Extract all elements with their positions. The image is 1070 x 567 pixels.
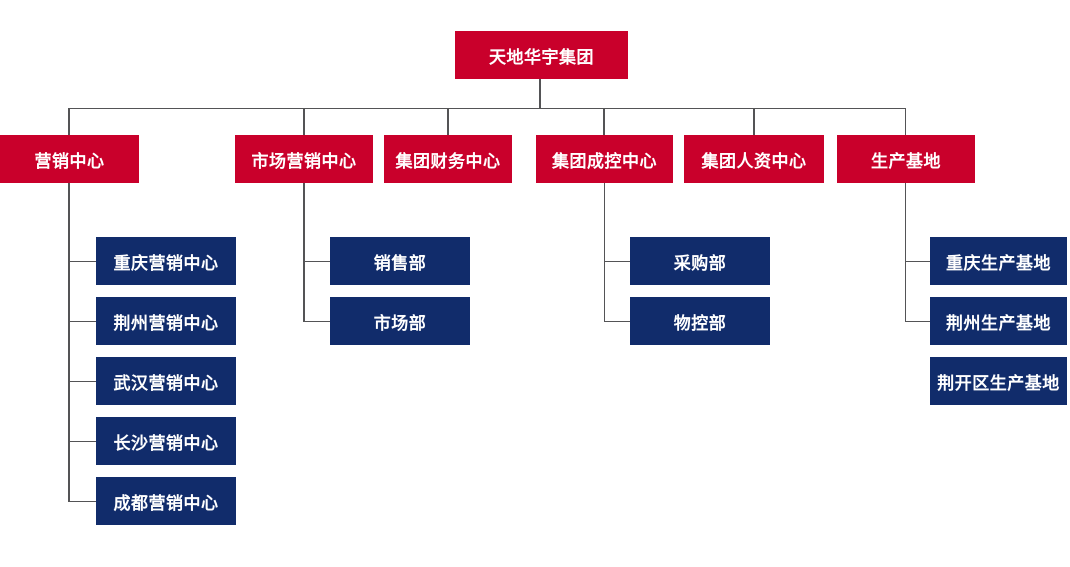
node-material-control-dept: 物控部 — [630, 297, 770, 345]
connector-drop-finance — [447, 107, 449, 136]
node-marketing-center: 营销中心 — [0, 135, 139, 183]
node-jingzhou-marketing-center: 荆州营销中心 — [96, 297, 236, 345]
node-jingzhou-production-base: 荆州生产基地 — [930, 297, 1067, 345]
connector-market-marketing-spine — [303, 183, 305, 322]
connector-production-spine — [904, 183, 906, 322]
connector-drop-hr — [753, 107, 755, 136]
node-market-marketing-center: 市场营销中心 — [235, 135, 373, 183]
connector-stub — [904, 320, 930, 322]
node-chengdu-marketing-center: 成都营销中心 — [96, 477, 236, 525]
node-chongqing-marketing-center: 重庆营销中心 — [96, 237, 236, 285]
connector-drop-market-marketing — [303, 107, 305, 136]
node-production-base: 生产基地 — [837, 135, 975, 183]
node-purchasing-dept: 采购部 — [630, 237, 770, 285]
connector-stub — [603, 320, 630, 322]
connector-top-horizontal — [68, 107, 906, 109]
connector-stub — [68, 320, 96, 322]
connector-stub — [68, 440, 96, 442]
connector-drop-marketing — [68, 107, 70, 136]
connector-stub — [303, 320, 330, 322]
connector-stub — [68, 260, 96, 262]
node-chongqing-production-base: 重庆生产基地 — [930, 237, 1067, 285]
connector-drop-production — [904, 107, 906, 136]
node-wuhan-marketing-center: 武汉营销中心 — [96, 357, 236, 405]
node-group-root: 天地华宇集团 — [455, 31, 628, 79]
connector-marketing-spine — [68, 183, 70, 502]
node-group-finance-center: 集团财务中心 — [384, 135, 512, 183]
node-group-cost-control-center: 集团成控中心 — [536, 135, 673, 183]
connector-cost-control-spine — [603, 183, 605, 322]
connector-stub — [68, 500, 96, 502]
node-changsha-marketing-center: 长沙营销中心 — [96, 417, 236, 465]
node-group-hr-center: 集团人资中心 — [684, 135, 824, 183]
connector-stub — [603, 260, 630, 262]
node-sales-dept: 销售部 — [330, 237, 470, 285]
connector-drop-cost-control — [603, 107, 605, 136]
connector-stub — [303, 260, 330, 262]
connector-stub — [904, 260, 930, 262]
node-jingkaiqu-production-base: 荆开区生产基地 — [930, 357, 1067, 405]
connector-root-drop — [539, 79, 541, 108]
node-market-dept: 市场部 — [330, 297, 470, 345]
connector-stub — [68, 380, 96, 382]
